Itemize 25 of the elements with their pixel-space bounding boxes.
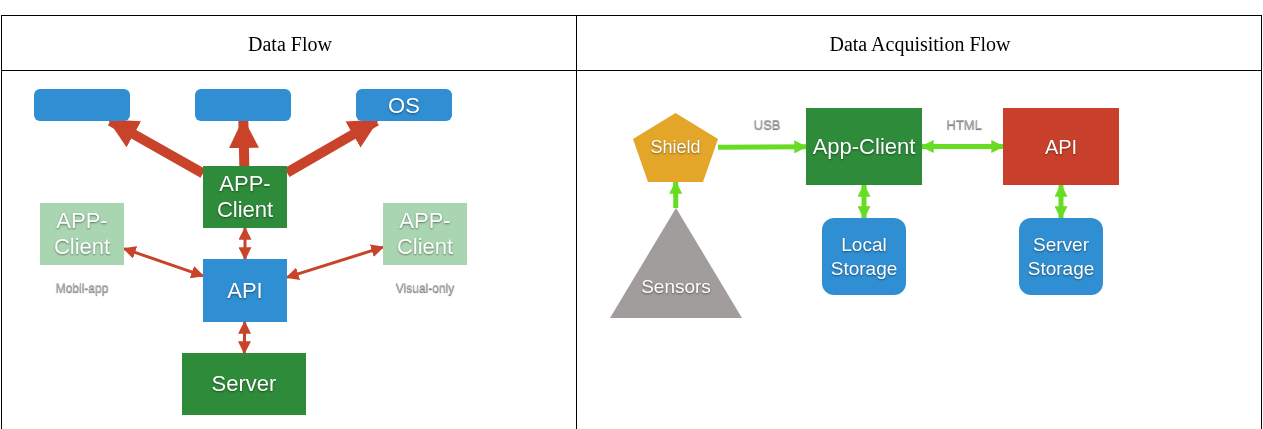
storage-box: Local Storage: [822, 218, 906, 295]
node-label: Mobil-app: [54, 280, 110, 297]
arrow: [857, 183, 871, 220]
process-box: API: [1003, 108, 1119, 185]
platform-box: OS: [356, 89, 452, 121]
storage-box: Server Storage: [1019, 218, 1103, 295]
process-box: APP-Client: [203, 166, 287, 228]
process-box: App-Client: [806, 108, 922, 185]
process-box: API: [203, 259, 287, 322]
box-shape: [34, 89, 130, 121]
arrow: [1054, 183, 1068, 220]
column-header: Data Flow: [247, 32, 333, 57]
node-label: Visual-only: [394, 280, 456, 297]
arrow: [228, 118, 259, 167]
arrow: [238, 226, 252, 261]
faded-process-box: APP-Client: [383, 203, 467, 265]
arrow: [718, 140, 808, 154]
arrow: [237, 320, 252, 355]
triangle-node: Sensors: [610, 208, 742, 318]
pentagon-node: Shield: [633, 113, 718, 182]
arrow: [669, 180, 683, 208]
column-header: Data Acquisition Flow: [828, 32, 1012, 58]
process-box: Server: [182, 353, 306, 415]
faded-process-box: APP-Client: [40, 203, 124, 265]
box-shape: [195, 89, 291, 121]
